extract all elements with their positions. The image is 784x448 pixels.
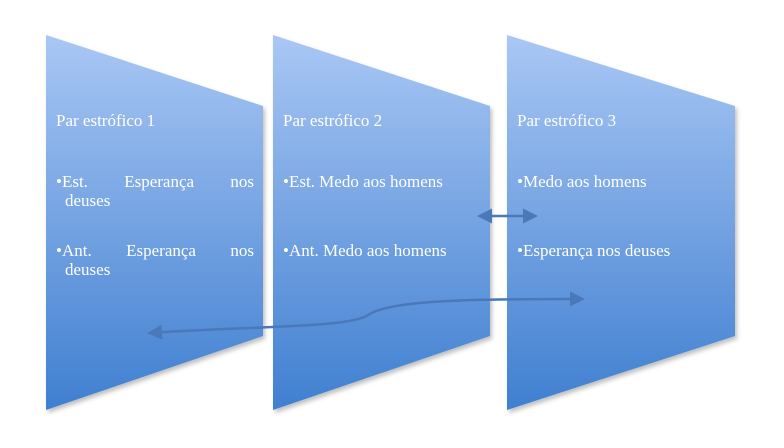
panel-1-title: Par estrófico 1 <box>56 111 156 130</box>
panel-1-text: Par estrófico 1 •Est. Esperança nos deus… <box>56 111 254 310</box>
connector-arrow-1-3 <box>147 291 585 340</box>
panel-3-title: Par estrófico 3 <box>517 111 617 130</box>
panel-1-item-1-line2: deuses <box>65 191 111 210</box>
panel-3-item-2: •Esperança nos deuses <box>517 241 671 260</box>
panel-3-item-1: •Medo aos homens <box>517 172 647 191</box>
panel-1-item-1: •Est. Esperança nos deuses <box>56 172 254 210</box>
panel-2-item-1: •Est. Medo aos homens <box>283 172 443 191</box>
panel-1-item-2: •Ant. Esperança nos deuses <box>56 241 254 279</box>
panel-3-text: Par estrófico 3 •Medo aos homens •Espera… <box>517 111 727 291</box>
panel-2-item-2: •Ant. Medo aos homens <box>283 241 447 260</box>
panel-1-item-1-line1: •Est. Esperança nos <box>56 172 254 191</box>
panel-2-text: Par estrófico 2 •Est. Medo aos homens •A… <box>283 111 483 291</box>
panel-2-title: Par estrófico 2 <box>283 111 383 130</box>
panel-1-item-2-line1: •Ant. Esperança nos <box>56 241 254 260</box>
panel-1-item-2-line2: deuses <box>65 260 111 279</box>
